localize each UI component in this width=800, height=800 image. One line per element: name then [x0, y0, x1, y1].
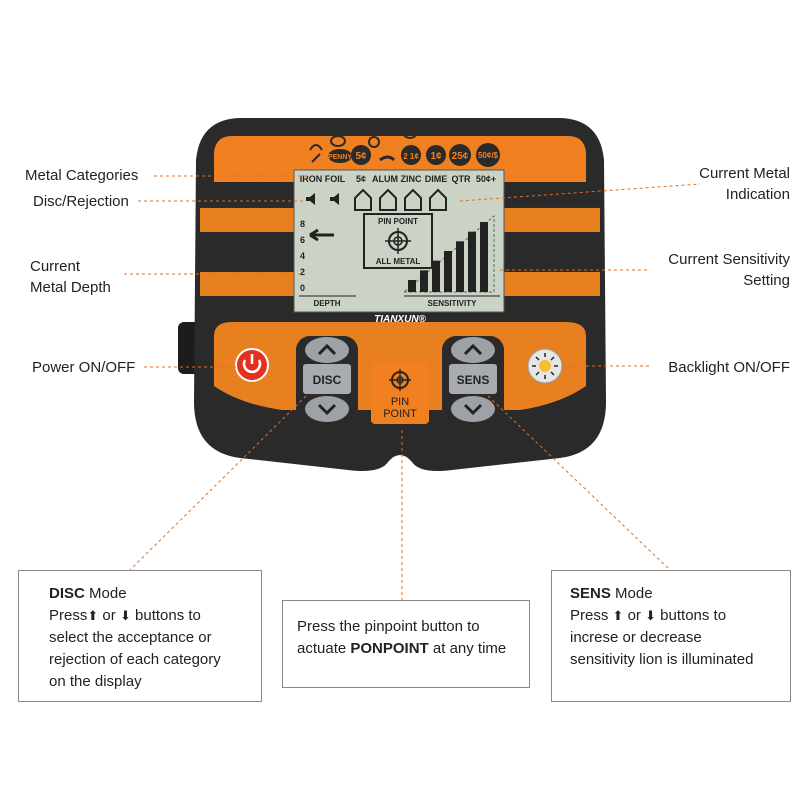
- sensitivity-bars: [408, 222, 488, 292]
- arrow-up-icon: ⬆: [87, 608, 99, 623]
- svg-text:PIN: PIN: [391, 396, 409, 408]
- svg-text:50¢/$: 50¢/$: [478, 151, 499, 160]
- sens-mode-box: SENS Mode Press ⬆ or ⬇ buttons to incres…: [551, 570, 791, 702]
- bulb-icon: [539, 360, 551, 372]
- sensitivity-bar: [420, 270, 428, 292]
- arrow-down-icon: [317, 403, 337, 416]
- house-indicator: [404, 188, 422, 211]
- svg-text:2: 2: [300, 267, 305, 277]
- depth-arrow-icon: [309, 228, 334, 242]
- arrow-up-icon: ⬆: [612, 608, 624, 623]
- pinpoint-button[interactable]: PIN POINT: [371, 362, 429, 424]
- lcd-category: ALUM: [372, 174, 398, 184]
- sens-button-group[interactable]: SENS: [442, 336, 504, 426]
- arrow-down-icon: ⬇: [645, 608, 657, 623]
- sens-down-button[interactable]: [451, 396, 495, 422]
- nail-icon: [309, 144, 323, 163]
- callout-backlight: Backlight ON/OFF: [668, 359, 790, 376]
- sens-up-button[interactable]: [451, 337, 495, 363]
- disc-button-group[interactable]: DISC: [296, 336, 358, 426]
- svg-text:PIN POINT: PIN POINT: [378, 217, 418, 226]
- brand-logo: TIANXUN®: [374, 314, 426, 325]
- gold-ring-icon: [403, 129, 417, 139]
- lcd-pinpoint-box: [363, 213, 433, 269]
- svg-text:4: 4: [300, 251, 305, 261]
- power-button[interactable]: [235, 348, 269, 382]
- disc-up-button[interactable]: [305, 337, 349, 363]
- lcd-category: 50¢+: [476, 174, 496, 184]
- speaker-icon: [306, 193, 315, 205]
- callout-power: Power ON/OFF: [32, 359, 136, 376]
- sensitivity-bar: [456, 241, 464, 292]
- callout-current-metal-indication-line2: Indication: [725, 186, 790, 203]
- svg-text:PENNY: PENNY: [328, 154, 352, 161]
- depth-scale: 8 6 4 2 0: [300, 219, 305, 293]
- disc-mode-box: DISC Mode Press⬆ or ⬇ buttons to select …: [18, 570, 262, 702]
- svg-text:6: 6: [300, 235, 305, 245]
- power-icon: [242, 359, 262, 374]
- callout-current-metal-depth-line2: Metal Depth: [30, 279, 111, 296]
- disc-mode-title: DISC: [49, 585, 85, 602]
- sensitivity-bar: [480, 222, 488, 292]
- callout-current-metal-depth-line1: Current: [30, 258, 81, 275]
- lcd-category: ZINC: [401, 174, 422, 184]
- sens-mode-title: SENS: [570, 585, 611, 602]
- lcd-category: QTR: [452, 174, 471, 184]
- speaker-icon: [330, 193, 339, 205]
- svg-text:5¢: 5¢: [355, 151, 367, 162]
- backlight-button[interactable]: [527, 348, 563, 384]
- house-indicator: [354, 188, 372, 211]
- house-indicator: [379, 188, 397, 211]
- disc-button-label: DISC: [313, 373, 342, 387]
- lcd-category: IRON: [300, 174, 323, 184]
- lcd-depth-label: DEPTH: [313, 299, 340, 308]
- lcd-crosshair-icon: [385, 228, 411, 254]
- lcd-category: 5¢: [356, 174, 366, 184]
- svg-text:1¢: 1¢: [430, 151, 442, 162]
- tab-icon: [379, 155, 396, 162]
- lcd-category: DIME: [425, 174, 448, 184]
- sensitivity-bar: [444, 251, 452, 292]
- svg-text:8: 8: [300, 219, 305, 229]
- callout-current-sensitivity-line2: Setting: [743, 272, 790, 289]
- ring-icon: [368, 136, 380, 148]
- svg-text:25¢: 25¢: [452, 151, 469, 162]
- lcd-sensitivity-label: SENSITIVITY: [428, 299, 478, 308]
- svg-text:0: 0: [300, 283, 305, 293]
- callout-disc-rejection: Disc/Rejection: [33, 193, 129, 210]
- speaker-icons: [306, 193, 339, 205]
- arrow-down-icon: ⬇: [119, 608, 131, 623]
- sensitivity-bar: [468, 231, 476, 292]
- coin-badges: PENNY 5¢ 2 1¢ 1¢ 25¢ 50¢/$: [309, 129, 500, 167]
- foil-icon: [330, 135, 346, 147]
- leader-lines: [124, 175, 701, 600]
- callout-current-metal-indication-line1: Current Metal: [699, 165, 790, 182]
- house-indicator: [429, 188, 447, 211]
- callout-metal-categories: Metal Categories: [25, 167, 139, 184]
- lcd-category-row: IRON FOIL 5¢ ALUM ZINC DIME QTR 50¢+: [300, 174, 496, 184]
- acceptance-indicators: [354, 188, 447, 211]
- svg-text:ALL METAL: ALL METAL: [376, 257, 421, 266]
- svg-text:2 1¢: 2 1¢: [403, 152, 419, 161]
- svg-text:POINT: POINT: [383, 408, 417, 420]
- lcd-category: FOIL: [325, 174, 346, 184]
- disc-down-button[interactable]: [305, 396, 349, 422]
- arrow-down-icon: [463, 403, 483, 416]
- arrow-up-icon: [317, 343, 337, 356]
- arrow-up-icon: [463, 343, 483, 356]
- callout-current-sensitivity-line1: Current Sensitivity: [668, 251, 790, 268]
- sens-button-label: SENS: [457, 373, 490, 387]
- sensitivity-bar: [432, 260, 440, 292]
- sensitivity-bar: [408, 280, 416, 292]
- pinpoint-box: Press the pinpoint button to actuate PON…: [282, 600, 530, 688]
